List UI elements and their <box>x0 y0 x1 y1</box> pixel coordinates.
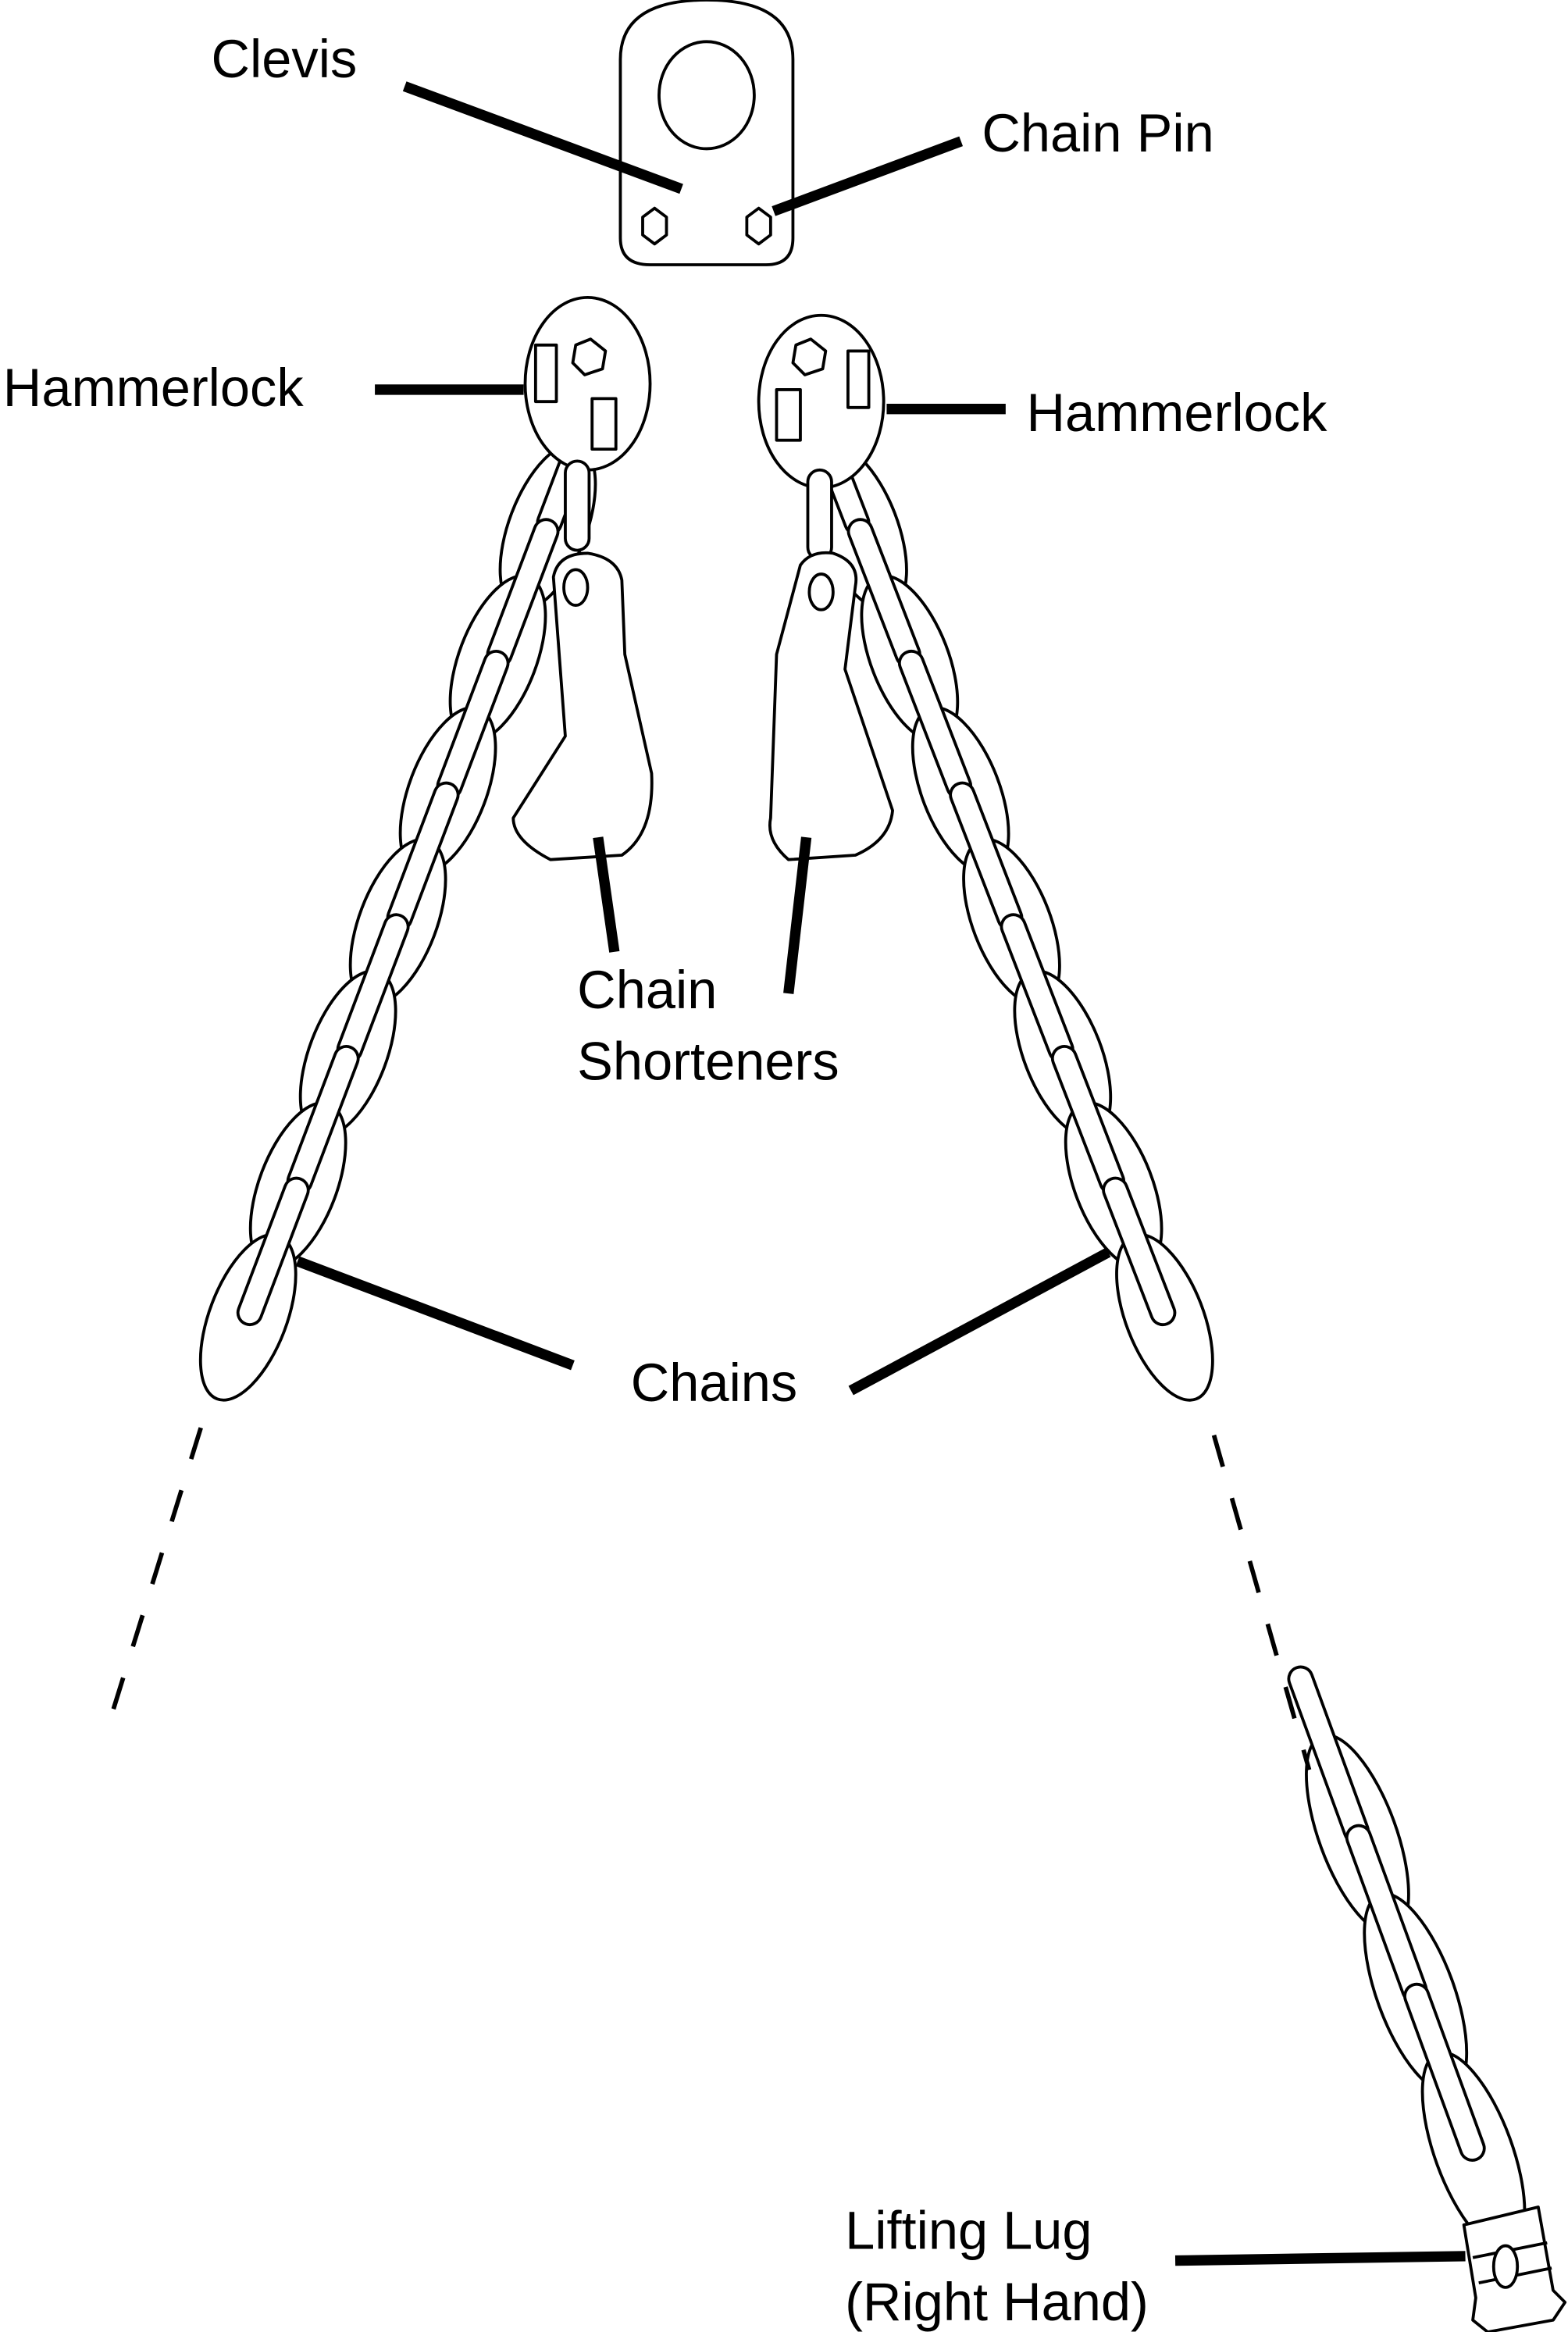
leader-chains-right <box>848 1247 1111 1396</box>
lifting-lug <box>1462 2205 1567 2332</box>
dashed-continuation-right <box>1211 1434 1312 1770</box>
label-hammerlock-left: Hammerlock <box>3 358 305 418</box>
label-lifting-lug-line1: Lifting Lug <box>845 2200 1092 2260</box>
dashed-continuation-left <box>111 1427 203 1711</box>
chain-lower-right <box>1287 1665 1527 2252</box>
leader-chains-left <box>295 1256 575 1371</box>
leader-clevis <box>402 81 683 194</box>
chain-left <box>198 386 610 1402</box>
leader-shortener-left <box>593 836 620 953</box>
leader-shortener-right <box>783 836 812 994</box>
label-lifting-lug-line2: (Right Hand) <box>845 2272 1149 2332</box>
label-hammerlock-right: Hammerlock <box>1027 383 1328 443</box>
label-chains: Chains <box>631 1353 797 1413</box>
leader-chain-pin <box>772 136 964 216</box>
label-chain-shorteners-line1: Chain <box>577 960 717 1020</box>
chain-link-edge <box>1102 1176 1177 1327</box>
chain-pin-right <box>745 206 772 246</box>
label-clevis: Clevis <box>212 29 358 89</box>
chain-pin-left <box>641 206 668 246</box>
chain-shortener-right <box>768 468 894 861</box>
label-chain-pin: Chain Pin <box>982 103 1213 163</box>
clevis <box>618 0 795 266</box>
chain-link-edge <box>236 1176 310 1327</box>
hammerlock-right <box>757 313 886 490</box>
chain-shortener-left <box>511 459 654 861</box>
leader-lifting-lug <box>1174 2251 1466 2266</box>
chain-link-edge <box>1403 1982 1486 2162</box>
hammerlock-left <box>523 295 652 472</box>
label-chain-shorteners-line2: Shorteners <box>577 1032 839 1092</box>
chain-right <box>796 386 1214 1402</box>
